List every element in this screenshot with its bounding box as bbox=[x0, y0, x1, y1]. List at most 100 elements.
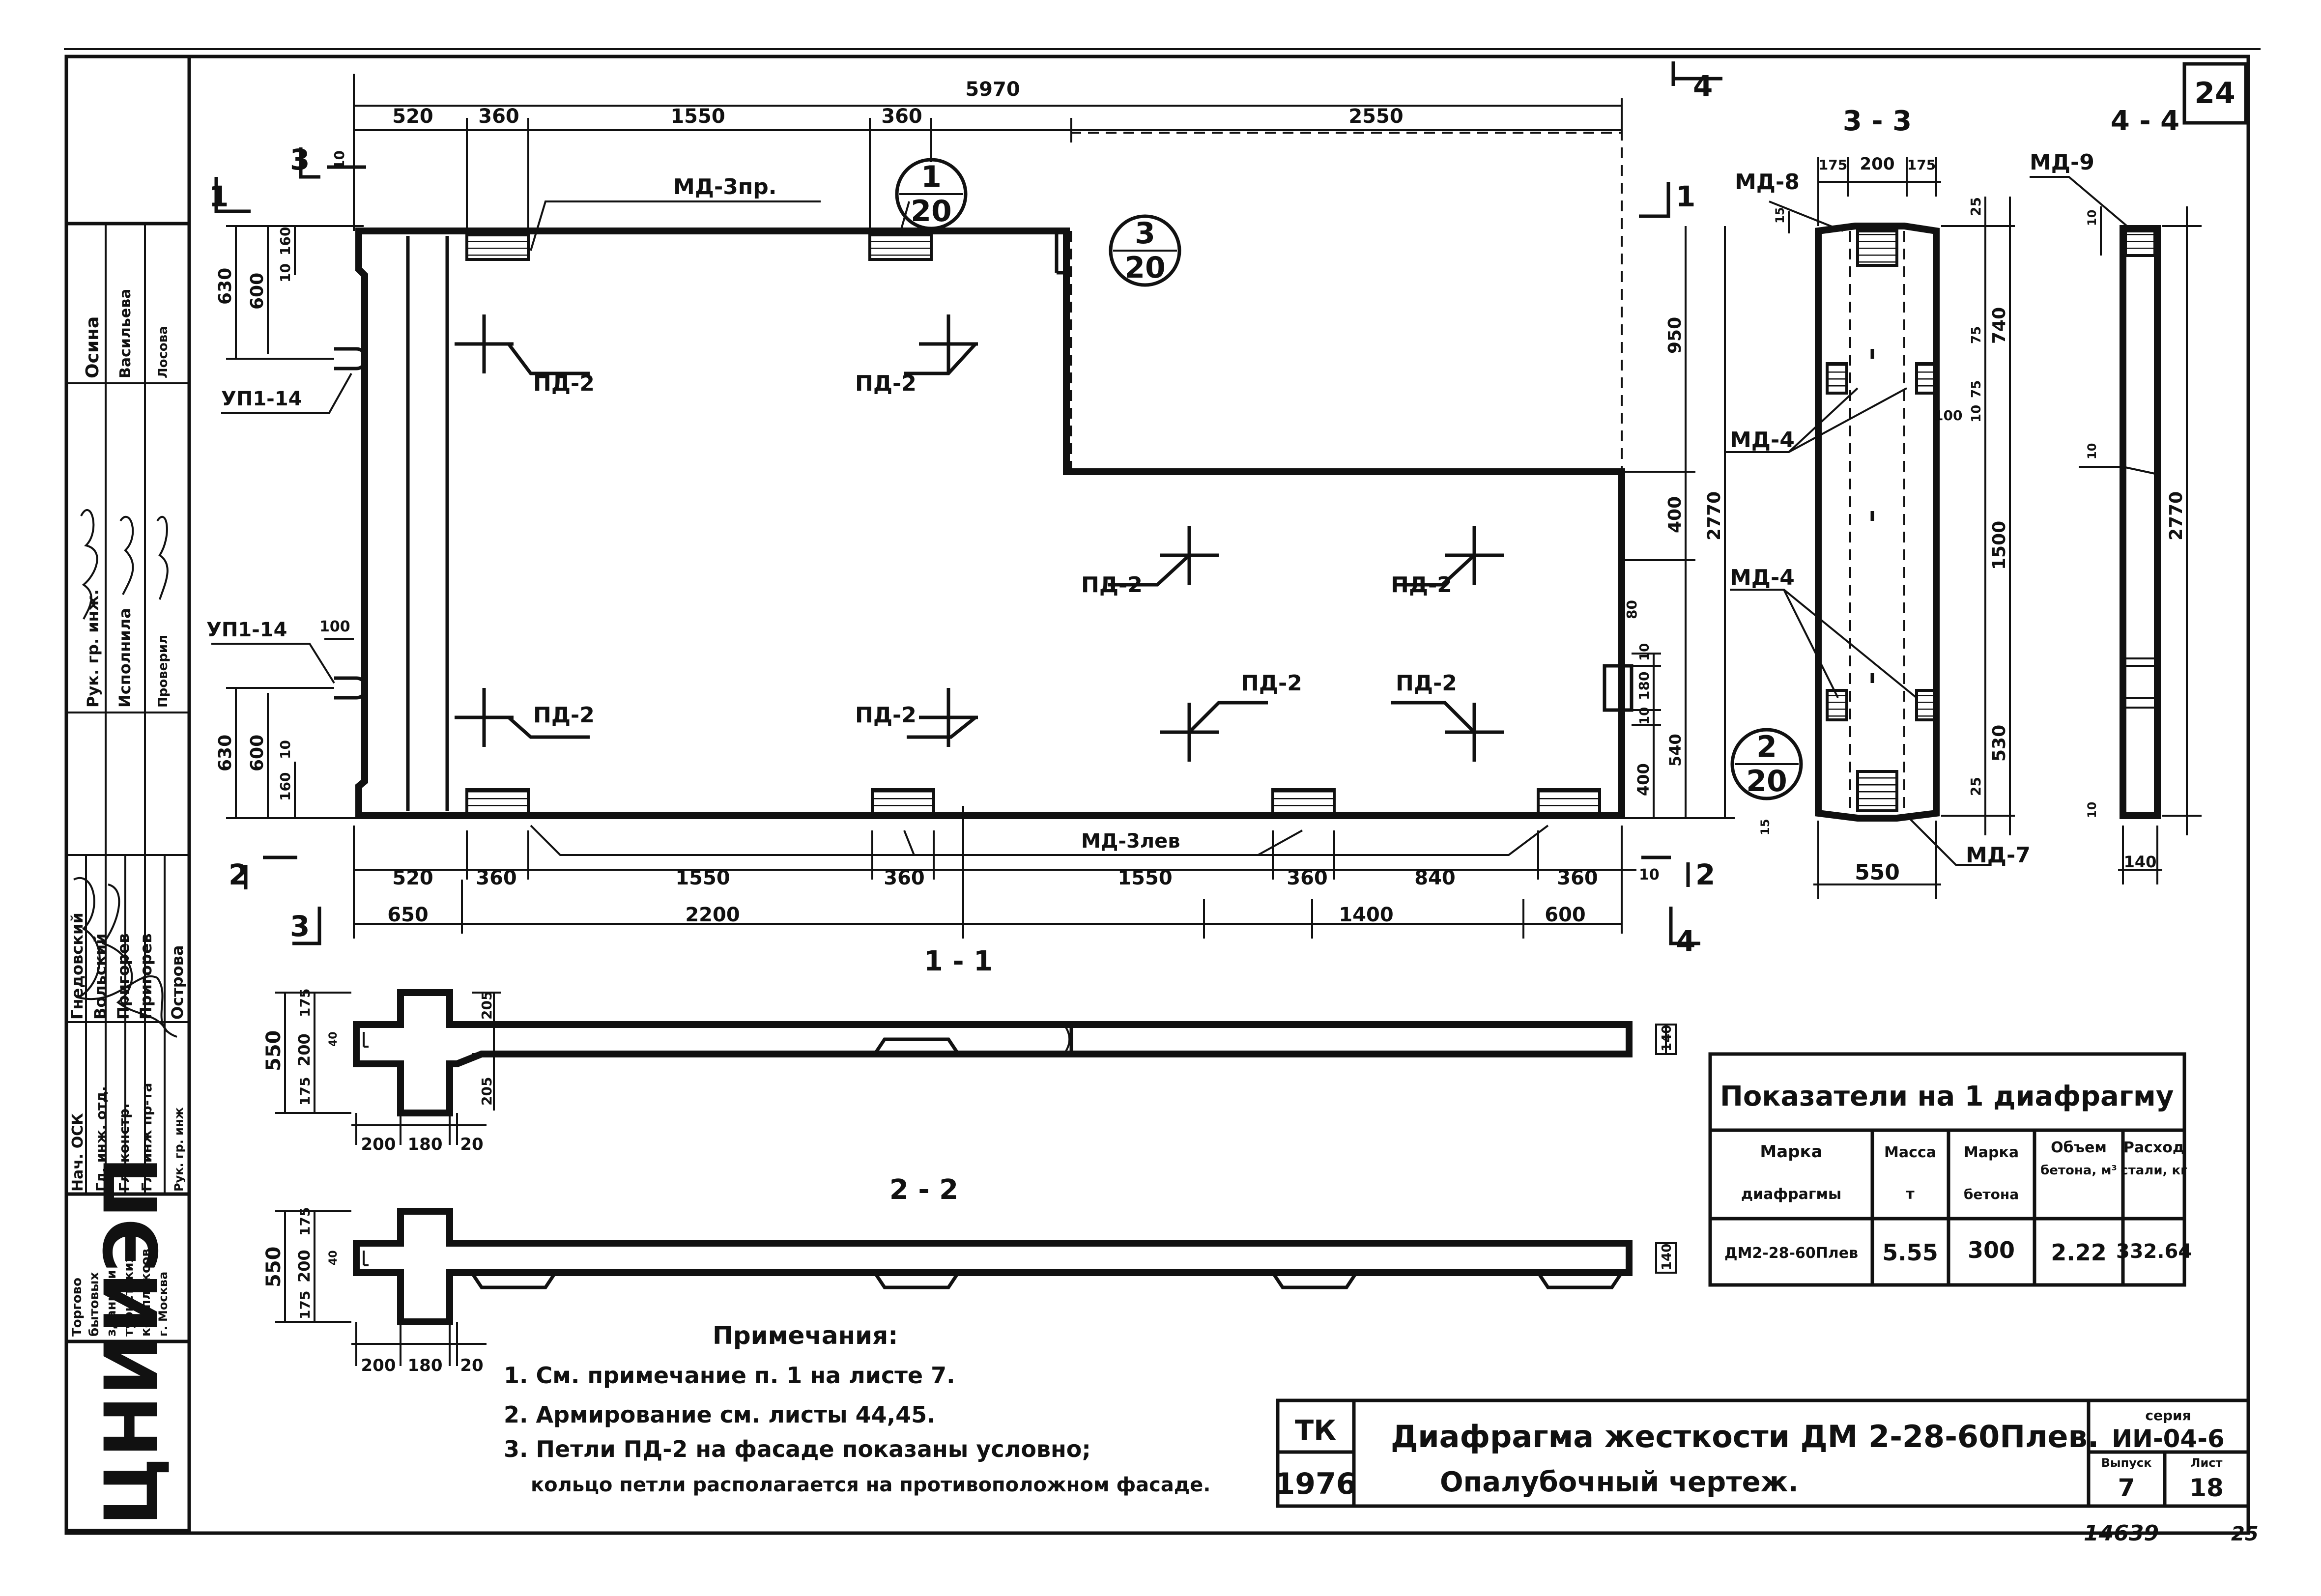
org-line-4: туристских bbox=[121, 1254, 136, 1337]
sheet-label: Лист bbox=[2191, 1456, 2223, 1470]
signature-2 bbox=[119, 515, 134, 595]
svg-text:140: 140 bbox=[2124, 853, 2157, 871]
section-2-2-title: 2 - 2 bbox=[889, 1174, 958, 1206]
svg-text:160: 160 bbox=[277, 227, 293, 256]
title-block: ТК 1976 Диафрагма жесткости ДМ 2-28-60Пл… bbox=[1275, 1398, 2250, 1508]
svg-text:630: 630 bbox=[215, 735, 235, 771]
svg-text:10: 10 bbox=[277, 263, 293, 283]
upl14-label-1: УП1-14 bbox=[221, 388, 302, 410]
corner-note: 25 bbox=[2231, 1523, 2259, 1545]
header-5-line-1: Расход bbox=[2123, 1139, 2184, 1156]
stamp-name-3: Лосова bbox=[156, 326, 171, 378]
note-1: 1. См. примечание п. 1 на листе 7. bbox=[504, 1362, 955, 1389]
svg-text:100: 100 bbox=[319, 618, 350, 635]
svg-text:550: 550 bbox=[262, 1247, 285, 1288]
signature-5 bbox=[101, 884, 168, 1032]
svg-text:600: 600 bbox=[247, 735, 267, 771]
indicators-table: Показатели на 1 диафрагму Марка диафрагм… bbox=[1708, 1052, 2192, 1287]
svg-text:25: 25 bbox=[1968, 777, 1984, 796]
md4-label-1: МД-4 bbox=[1730, 428, 1795, 453]
svg-text:550: 550 bbox=[262, 1030, 285, 1072]
series-label: серия bbox=[2145, 1407, 2191, 1424]
svg-text:600: 600 bbox=[247, 273, 267, 310]
svg-text:520: 520 bbox=[392, 867, 433, 889]
header-1-line-1: Марка bbox=[1760, 1142, 1822, 1162]
inventory-number: 14639 bbox=[2084, 1521, 2159, 1546]
cut-2-left: 2 bbox=[229, 858, 248, 891]
signature-3 bbox=[156, 516, 169, 600]
svg-text:360: 360 bbox=[478, 105, 519, 128]
stamp-name-1: Осина bbox=[83, 316, 103, 378]
section-4-4: 4 - 4 МД-9 10 10 2770 10 140 bbox=[2030, 105, 2202, 884]
svg-text:1550: 1550 bbox=[675, 867, 730, 889]
cut-1-left: 1 bbox=[209, 180, 229, 213]
stamp-role-1: Рук. гр. инж. bbox=[84, 589, 102, 708]
org-line-2: бытовых bbox=[87, 1272, 102, 1337]
svg-text:200: 200 bbox=[295, 1033, 314, 1066]
pd2-label-2: ПД-2 bbox=[855, 371, 917, 396]
svg-text:175: 175 bbox=[297, 1207, 313, 1236]
svg-text:200: 200 bbox=[295, 1250, 314, 1282]
svg-text:360: 360 bbox=[881, 105, 922, 128]
notes-title: Примечания: bbox=[713, 1321, 898, 1350]
svg-text:840: 840 bbox=[1414, 867, 1456, 889]
svg-text:5970: 5970 bbox=[965, 78, 1020, 101]
section-2-2: 2 - 2 550 175 200 175 40 200 180 20 140 bbox=[262, 1174, 1677, 1375]
org-line-1: Торгово bbox=[70, 1278, 85, 1337]
md9-label: МД-9 bbox=[2030, 150, 2094, 175]
svg-text:360: 360 bbox=[884, 867, 925, 889]
svg-text:550: 550 bbox=[1855, 860, 1900, 885]
svg-text:200: 200 bbox=[361, 1135, 396, 1154]
org-line-3: зданий и bbox=[104, 1270, 119, 1337]
section-1-1-title: 1 - 1 bbox=[924, 945, 993, 977]
main-elevation: ПД-2 ПД-2 ПД-2 ПД-2 ПД-2 ПД-2 ПД-2 ПД-2 … bbox=[206, 132, 1633, 856]
cell-concrete: 300 bbox=[1968, 1237, 2015, 1263]
svg-text:15: 15 bbox=[1773, 207, 1787, 224]
section-4-4-title: 4 - 4 bbox=[2111, 105, 2179, 137]
svg-text:540: 540 bbox=[1666, 734, 1685, 767]
drawing-title: Диафрагма жесткости ДМ 2-28-60Плев. bbox=[1391, 1419, 2099, 1454]
stamp-role-3: Проверил bbox=[156, 635, 171, 708]
callout-2-20: 2 20 bbox=[1730, 728, 1803, 800]
cell-mark: ДМ2-28-60Плев bbox=[1724, 1245, 1858, 1262]
svg-text:360: 360 bbox=[476, 867, 517, 889]
svg-text:140: 140 bbox=[1660, 1025, 1674, 1052]
signature-1 bbox=[80, 509, 98, 620]
svg-text:2770: 2770 bbox=[2166, 491, 2186, 541]
top-dimensions: 5970 520 360 1550 360 2550 10 3 bbox=[290, 74, 1623, 231]
institute-logo: ЦНИИЭП bbox=[89, 1157, 175, 1526]
svg-text:175: 175 bbox=[297, 1291, 313, 1319]
stamp-name2-2: Вольский bbox=[91, 933, 110, 1020]
bottom-dimensions: 520 360 1550 360 1550 360 840 360 10 650… bbox=[229, 806, 1715, 958]
header-1-line-2: диафрагмы bbox=[1741, 1186, 1841, 1203]
indicators-title: Показатели на 1 диафрагму bbox=[1720, 1081, 2174, 1112]
svg-text:180: 180 bbox=[408, 1135, 443, 1154]
title-year: 1976 bbox=[1275, 1467, 1357, 1501]
svg-text:2550: 2550 bbox=[1348, 105, 1403, 128]
cell-volume: 2.22 bbox=[2051, 1239, 2107, 1266]
svg-text:180: 180 bbox=[1636, 672, 1652, 700]
pd2-label-8: ПД-2 bbox=[1396, 671, 1457, 696]
svg-text:80: 80 bbox=[1624, 600, 1640, 619]
svg-text:530: 530 bbox=[1989, 725, 2009, 762]
svg-text:180: 180 bbox=[408, 1356, 443, 1375]
series-value: ИИ-04-6 bbox=[2112, 1425, 2225, 1453]
stamp-role2-1: Нач. ОСК bbox=[69, 1113, 86, 1192]
svg-text:10: 10 bbox=[2085, 443, 2099, 459]
sheet-value: 18 bbox=[2189, 1474, 2224, 1502]
header-2-line-1: Масса bbox=[1884, 1144, 1936, 1161]
side-stamp: Осина Васильева Лосова Рук. гр. инж. Исп… bbox=[64, 222, 191, 1533]
svg-text:10: 10 bbox=[1637, 643, 1652, 661]
cut-4-bottom: 4 bbox=[1676, 924, 1695, 958]
header-4-line-1: Объем bbox=[2051, 1139, 2107, 1156]
stamp-role2-4: Гл. инж пр-та bbox=[139, 1083, 155, 1192]
svg-text:10: 10 bbox=[277, 740, 293, 759]
pd2-label-1: ПД-2 bbox=[533, 371, 595, 396]
right-dimensions: 950 400 2770 80 10 180 10 540 400 4 1 bbox=[1622, 61, 1735, 819]
stamp-name2-1: Гнедовский bbox=[68, 912, 86, 1020]
sheet-number: 24 bbox=[2194, 76, 2235, 111]
header-3-line-2: бетона bbox=[1964, 1186, 2019, 1202]
svg-text:200: 200 bbox=[361, 1356, 396, 1375]
svg-text:2770: 2770 bbox=[1704, 491, 1724, 541]
